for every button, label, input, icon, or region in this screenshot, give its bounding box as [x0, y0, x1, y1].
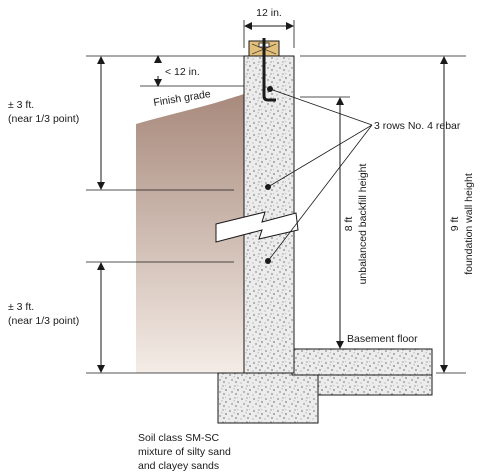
- wall-break-symbol: [215, 211, 299, 243]
- wall-width-label: 12 in.: [256, 7, 282, 19]
- backfill-height-label-1: 8 ft: [343, 217, 355, 232]
- soil-backfill: [136, 94, 244, 373]
- lower-span-label-2: (near 1/3 point): [8, 315, 79, 327]
- wall-height-label-2: foundation wall height: [463, 173, 475, 275]
- footing: [217, 372, 319, 424]
- soil-class-label-1: Soil class SM-SC: [138, 432, 220, 444]
- wall-height-label-1: 9 ft: [449, 217, 461, 232]
- rebar-leader-bottom: [267, 124, 373, 262]
- finish-grade-label: Finish grade: [153, 88, 212, 109]
- backfill-height-label-2: unbalanced backfill height: [357, 164, 369, 285]
- upper-span-label-1: ± 3 ft.: [8, 99, 34, 111]
- soil-class-label-3: and clayey sands: [138, 460, 219, 472]
- anchor-height-label: < 12 in.: [165, 66, 200, 78]
- basement-floor-slab: [291, 348, 433, 376]
- rebar-leader-middle: [267, 124, 373, 188]
- anchor-bolt: [262, 38, 276, 102]
- rebar-leader-top: [269, 88, 373, 126]
- foundation-wall: [243, 55, 295, 374]
- soil-class-label-2: mixture of silty sand: [138, 446, 231, 458]
- rebar-label: 3 rows No. 4 rebar: [374, 120, 461, 132]
- basement-floor-label: Basement floor: [347, 333, 418, 345]
- upper-span-label-2: (near 1/3 point): [8, 113, 79, 125]
- lower-span-label-1: ± 3 ft.: [8, 301, 34, 313]
- slab-base-gravel: [317, 374, 433, 396]
